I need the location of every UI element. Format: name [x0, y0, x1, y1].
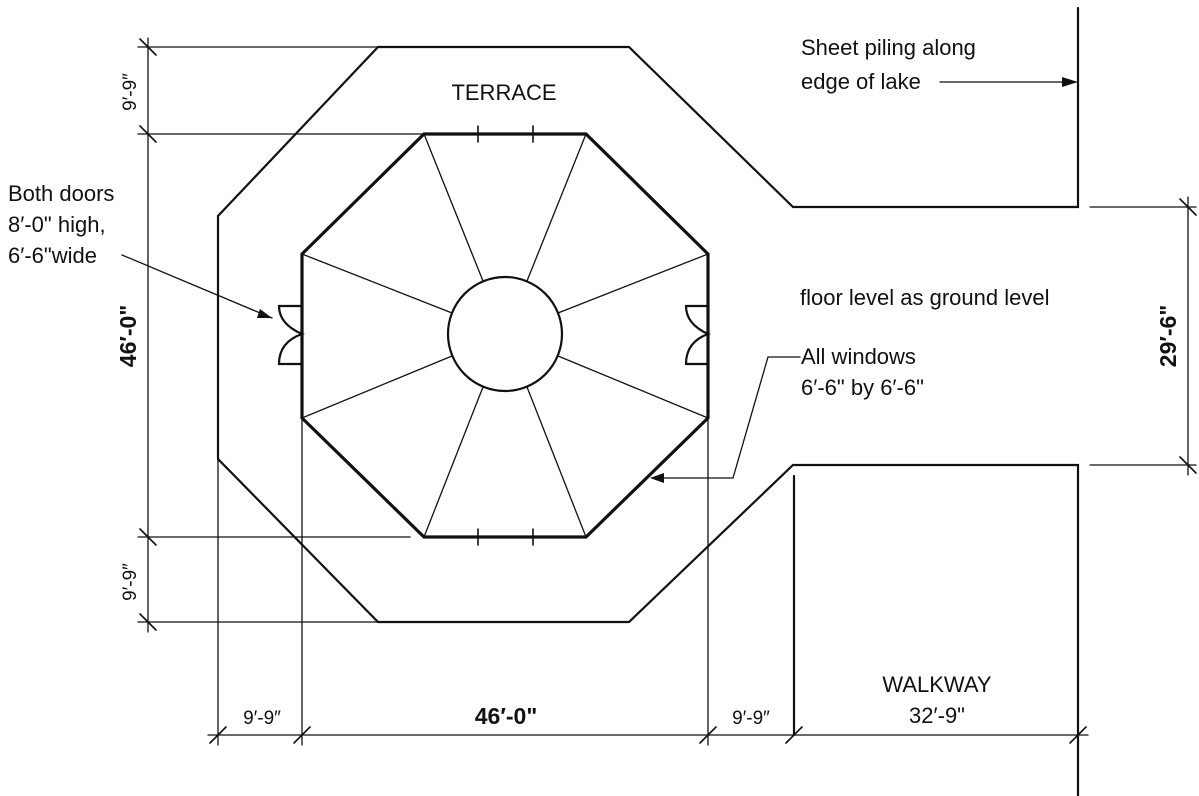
terrace-boundary: [216, 6, 1080, 796]
terrace-label: TERRACE: [451, 80, 556, 105]
octagon-width-dim: 46′-0": [475, 703, 537, 729]
doors-note-line1: Both doors: [8, 181, 114, 206]
door-left: [277, 304, 306, 366]
window-marks: [336, 125, 674, 546]
spoke: [526, 386, 587, 538]
spoke: [557, 355, 709, 419]
window-tick: [377, 168, 390, 181]
floor-level-note: floor level as ground level: [800, 285, 1049, 310]
spoke: [557, 253, 709, 314]
spoke: [423, 386, 484, 538]
right-vertical-dimension: [1089, 196, 1197, 476]
window-tick: [661, 451, 674, 464]
doors-note-line2: 8′-0" high,: [8, 212, 106, 237]
doors-leader: [121, 254, 273, 319]
spoke: [301, 355, 453, 419]
piling-note-line2: edge of lake: [801, 69, 921, 94]
central-circle: [446, 275, 564, 393]
building-octagon: [300, 132, 710, 539]
radial-spokes: [301, 133, 709, 538]
bottom-horizontal-dimension: [207, 417, 1089, 746]
octagon-height-dim: 46′-0": [115, 305, 141, 367]
right-setback-dim: 9′-9″: [732, 708, 770, 729]
doors-note-line3: 6′-6"wide: [8, 243, 97, 268]
left-vertical-dimension: [137, 37, 425, 633]
walkway-label-line2: 32′-9": [909, 703, 965, 728]
window-tick: [620, 491, 633, 504]
spoke: [301, 253, 453, 314]
piling-leader: [939, 77, 1078, 87]
window-tick: [620, 168, 633, 181]
piling-note-line1: Sheet piling along: [801, 35, 976, 60]
door-right: [684, 304, 711, 366]
walkway-label-line1: WALKWAY: [882, 672, 992, 697]
window-tick: [336, 451, 349, 464]
window-tick: [661, 208, 674, 221]
window-tick: [377, 491, 390, 504]
windows-leader: [650, 356, 801, 483]
bottom-setback-dim: 9′-9″: [120, 563, 141, 601]
walkway-width-dim: 29′-6": [1155, 305, 1181, 367]
left-setback-dim: 9′-9″: [243, 708, 281, 729]
top-setback-dim: 9′-9″: [120, 73, 141, 111]
windows-note-line1: All windows: [801, 344, 916, 369]
windows-note-line2: 6′-6" by 6′-6": [801, 375, 924, 400]
window-tick: [336, 208, 349, 221]
spoke: [423, 133, 484, 282]
spoke: [526, 133, 587, 282]
